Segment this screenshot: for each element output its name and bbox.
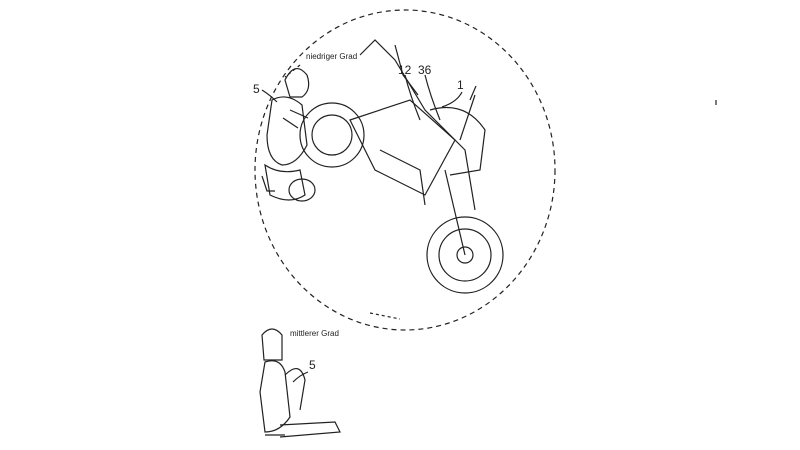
motorcycle-drawing <box>300 40 503 293</box>
crouching-rider-drawing <box>262 69 315 201</box>
ref-numeral-5-bottom: 5 <box>309 358 316 372</box>
label-low-degree: niedriger Grad <box>306 52 357 61</box>
leader-line-1 <box>442 92 462 107</box>
ref-numeral-12: 12 <box>398 63 411 77</box>
leader-line-5-bottom <box>293 372 308 382</box>
label-medium-degree: mittlerer Grad <box>290 329 339 338</box>
sitting-rider-drawing <box>260 329 340 437</box>
leader-line-36 <box>425 75 440 120</box>
ref-numeral-36: 36 <box>418 63 431 77</box>
ref-numeral-5-top: 5 <box>253 82 260 96</box>
dashed-line-bottom <box>370 313 400 319</box>
ref-numeral-1: 1 <box>457 78 464 92</box>
